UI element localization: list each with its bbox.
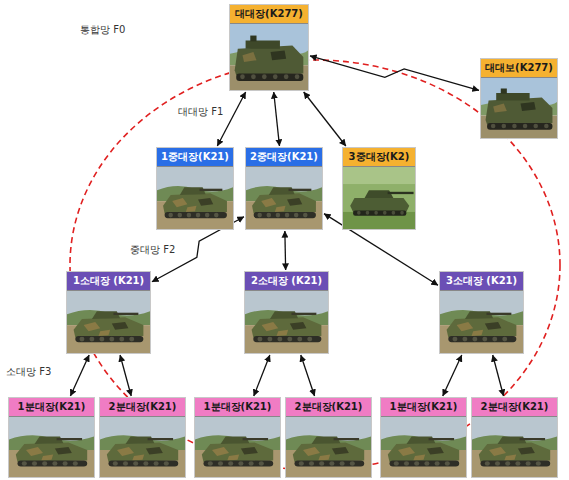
node-header: 1소대장 (K21) (67, 272, 150, 291)
vehicle-photo (343, 167, 415, 229)
vehicle-node: 2중대장(K21) (245, 147, 323, 230)
node-label: 2분대장(K21) (295, 401, 363, 412)
node-header: 1분대장(K21) (195, 398, 280, 417)
vehicle-photo (9, 417, 94, 477)
link-arrow (310, 56, 479, 90)
vehicle-node: 1소대장 (K21) (66, 271, 151, 354)
vehicle-node: 1분대장(K21) (8, 397, 95, 478)
link-arrow (274, 92, 280, 146)
node-header: 1분대장(K21) (381, 398, 466, 417)
node-header: 3중대장(K2) (343, 148, 415, 167)
node-header: 1중대장(K21) (157, 148, 233, 167)
link-arrow (284, 231, 286, 270)
link-arrow (304, 92, 346, 146)
vehicle-node: 3중대장(K2) (342, 147, 416, 230)
network-label: 대대망 F1 (176, 106, 225, 118)
vehicle-photo (481, 78, 557, 138)
vehicle-node: 대대장(K277) (229, 4, 309, 91)
vehicle-photo (245, 291, 328, 353)
node-header: 2분대장(K21) (100, 398, 185, 417)
vehicle-node: 1분대장(K21) (380, 397, 467, 478)
node-label: 1소대장 (K21) (73, 275, 144, 286)
vehicle-photo (246, 167, 322, 229)
node-label: 1중대장(K21) (161, 151, 229, 162)
node-label: 2분대장(K21) (109, 401, 177, 412)
vehicle-photo (67, 291, 150, 353)
node-header: 2분대장(K21) (286, 398, 371, 417)
vehicle-photo (195, 417, 280, 477)
link-arrow (217, 92, 245, 146)
node-label: 3중대장(K2) (349, 151, 410, 162)
link-arrow (70, 355, 89, 396)
node-label: 대대보(K277) (485, 62, 553, 73)
link-arrow (254, 355, 270, 396)
node-label: 대대장(K277) (235, 8, 303, 19)
network-label: 소대망 F3 (4, 366, 53, 378)
node-label: 1분대장(K21) (390, 401, 458, 412)
vehicle-photo (100, 417, 185, 477)
vehicle-photo (286, 417, 371, 477)
node-label: 1분대장(K21) (204, 401, 272, 412)
vehicle-node: 대대보(K277) (480, 58, 558, 139)
vehicle-photo (381, 417, 466, 477)
node-header: 대대장(K277) (230, 5, 308, 24)
link-arrow (443, 355, 462, 396)
vehicle-node: 3소대장 (K21) (439, 271, 524, 354)
vehicle-photo (440, 291, 523, 353)
vehicle-node: 2분대장(K21) (285, 397, 372, 478)
node-label: 3소대장 (K21) (446, 275, 517, 286)
network-label: 통합망 F0 (78, 24, 127, 36)
vehicle-node: 1중대장(K21) (156, 147, 234, 230)
vehicle-node: 2분대장(K21) (99, 397, 186, 478)
node-header: 2분대장(K21) (472, 398, 557, 417)
link-arrow (120, 355, 131, 396)
vehicle-photo (230, 24, 308, 90)
node-header: 2소대장 (K21) (245, 272, 328, 291)
link-arrow (301, 355, 315, 396)
vehicle-node: 2소대장 (K21) (244, 271, 329, 354)
vehicle-node: 2분대장(K21) (471, 397, 558, 478)
node-label: 2중대장(K21) (250, 151, 318, 162)
link-arrow (493, 355, 504, 396)
vehicle-photo (157, 167, 233, 229)
node-header: 3소대장 (K21) (440, 272, 523, 291)
vehicle-photo (472, 417, 557, 477)
node-label: 1분대장(K21) (18, 401, 86, 412)
node-header: 대대보(K277) (481, 59, 557, 78)
node-header: 1분대장(K21) (9, 398, 94, 417)
node-label: 2소대장 (K21) (251, 275, 322, 286)
node-header: 2중대장(K21) (246, 148, 322, 167)
dashed-circle (70, 60, 560, 470)
node-label: 2분대장(K21) (481, 401, 549, 412)
network-label: 중대망 F2 (128, 244, 177, 256)
vehicle-node: 1분대장(K21) (194, 397, 281, 478)
